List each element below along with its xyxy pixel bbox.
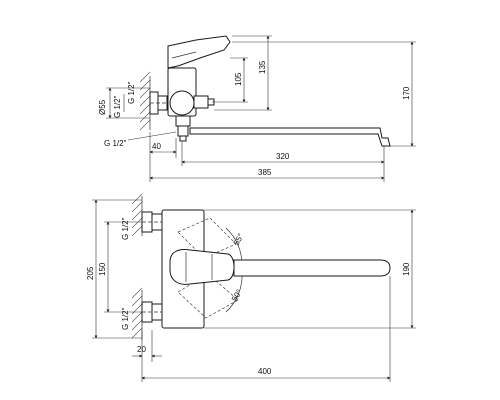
mixer-body-side xyxy=(167,67,215,117)
wall-hatch-top xyxy=(139,71,151,131)
label-170: 170 xyxy=(402,86,411,100)
label-thread-lower-bottom: G 1/2" xyxy=(121,307,130,330)
label-205: 205 xyxy=(86,266,95,280)
diverter-side xyxy=(175,115,191,142)
label-190: 190 xyxy=(402,262,411,276)
dimension-lines-front xyxy=(92,199,416,382)
label-thread-lower-top: G 1/2" xyxy=(127,81,136,104)
label-40: 40 xyxy=(152,142,161,151)
label-thread-upper-top: G 1/2" xyxy=(113,95,122,118)
lever-front xyxy=(169,249,235,285)
label-angle-55: 55° xyxy=(232,232,246,247)
label-385: 385 xyxy=(258,168,272,177)
label-angle-50: 50° xyxy=(230,288,244,303)
label-320: 320 xyxy=(276,152,290,161)
label-20: 20 xyxy=(137,345,146,354)
spout-side xyxy=(189,127,391,147)
lever-handle-side xyxy=(167,35,231,69)
label-135: 135 xyxy=(258,60,267,74)
label-d55: Ø55 xyxy=(98,99,107,115)
label-thread-diverter: G 1/2" xyxy=(104,139,127,148)
eccentric-fitting-side xyxy=(149,91,175,115)
label-150: 150 xyxy=(98,262,107,276)
side-view: Ø55 G 1/2" G 1/2" G 1/2" 105 135 170 40 … xyxy=(98,35,416,182)
front-view: G 1/2" G 1/2" 205 150 190 55° 50° 20 400 xyxy=(86,193,416,382)
label-400: 400 xyxy=(258,367,272,376)
label-105: 105 xyxy=(234,72,243,86)
label-thread-upper-bottom: G 1/2" xyxy=(121,217,130,240)
spout-front xyxy=(233,259,391,277)
wall-hatch-bottom xyxy=(131,193,143,340)
dimension-lines-side xyxy=(106,35,416,182)
